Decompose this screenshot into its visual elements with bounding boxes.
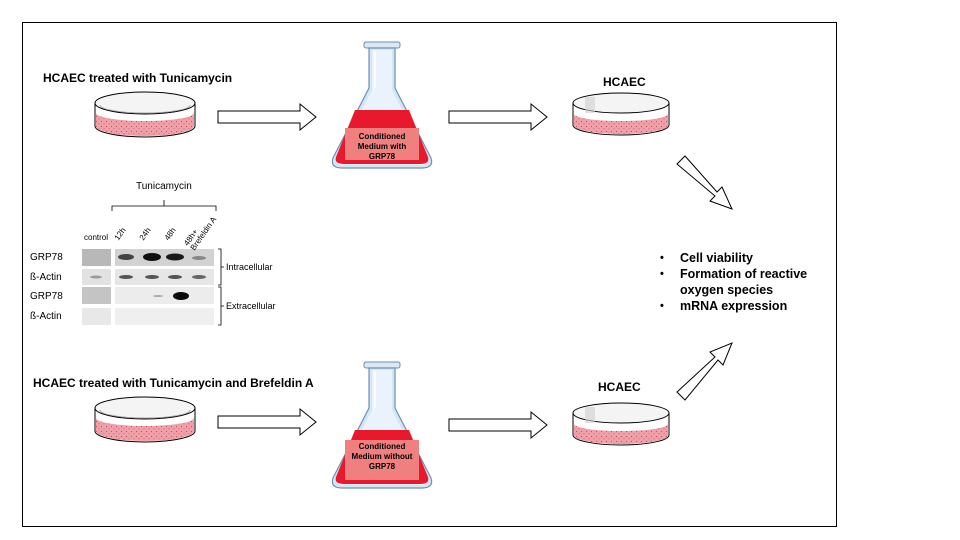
arrow-top-dish-to-readouts bbox=[676, 155, 733, 210]
readout-ros-formation: Formation of reactive oxygen species bbox=[660, 266, 850, 298]
blot-row-grp78-intra: GRP78 bbox=[30, 252, 63, 263]
flask-bottom-label: Conditioned Medium without GRP78 bbox=[351, 442, 413, 471]
top-condition-label: HCAEC treated with Tunicamycin bbox=[43, 71, 233, 85]
arrow-flask-to-dish-bottom bbox=[448, 410, 548, 440]
bottom-target-label: HCAEC bbox=[598, 380, 641, 394]
petri-dish-bottom-right bbox=[572, 402, 670, 446]
petri-dish-top-right bbox=[572, 92, 670, 136]
readout-cell-viability: Cell viability bbox=[660, 250, 850, 266]
bottom-condition-label: HCAEC treated with Tunicamycin and Brefe… bbox=[33, 376, 314, 390]
blot-row-grp78-extra: GRP78 bbox=[30, 291, 63, 302]
petri-dish-top-left bbox=[94, 91, 196, 138]
flask-top-label: Conditioned Medium with GRP78 bbox=[357, 132, 407, 161]
western-blot bbox=[82, 200, 224, 326]
readout-mrna-expression: mRNA expression bbox=[660, 298, 850, 314]
flask-bottom-label-box bbox=[345, 440, 419, 480]
readout-list: Cell viability Formation of reactive oxy… bbox=[660, 250, 850, 314]
blot-treatment-label: Tunicamycin bbox=[136, 181, 192, 192]
arrow-dish-to-flask-bottom bbox=[217, 407, 317, 437]
blot-row-actin-extra: ß-Actin bbox=[30, 311, 62, 322]
flask-top-label-box bbox=[345, 128, 419, 160]
blot-group-intracellular: Intracellular bbox=[226, 262, 273, 272]
arrow-bottom-dish-to-readouts bbox=[676, 342, 733, 401]
petri-dish-bottom-left bbox=[94, 396, 196, 443]
arrow-flask-to-dish-top bbox=[448, 102, 548, 132]
arrow-dish-to-flask-top bbox=[217, 102, 317, 132]
top-target-label: HCAEC bbox=[603, 75, 646, 89]
blot-group-extracellular: Extracellular bbox=[226, 301, 276, 311]
blot-row-actin-intra: ß-Actin bbox=[30, 272, 62, 283]
blot-lane-control: control bbox=[84, 233, 109, 242]
